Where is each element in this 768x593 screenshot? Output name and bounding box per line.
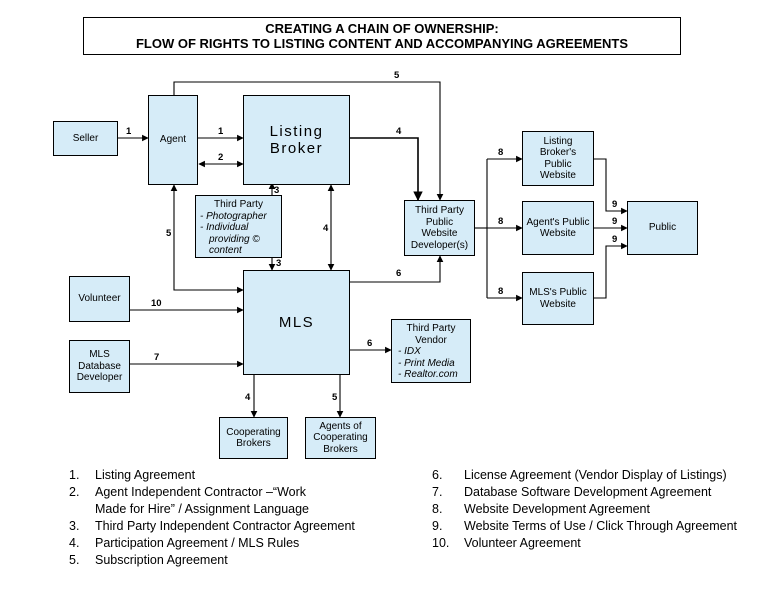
edge-site3-public (594, 242, 628, 299)
agents-coop-line-1: Agents of (319, 420, 362, 432)
vendor-item: - Realtor.com (398, 369, 458, 380)
vendor-item: - IDX (398, 346, 421, 357)
edge-label: 9 (612, 216, 618, 227)
title-line-2: FLOW OF RIGHTS TO LISTING CONTENT AND AC… (135, 36, 629, 51)
edge-label: 9 (612, 234, 618, 245)
listing-broker-website-box: Listing Broker's Public Website (522, 131, 594, 186)
mls-db-dev-line-3: Developer (76, 372, 123, 384)
legend-item: 8.Website Development Agreement (432, 502, 650, 516)
agents-of-cooperating-brokers-box: Agents of Cooperating Brokers (305, 417, 376, 459)
coop-brokers-line-2: Brokers (236, 438, 271, 449)
edge-label: 6 (367, 338, 373, 349)
title-line-1: CREATING A CHAIN OF OWNERSHIP: (265, 21, 499, 36)
agents-coop-line-2: Cooperating (313, 432, 368, 444)
third-party-vendor-box: Third Party Vendor - IDX - Print Media -… (391, 319, 471, 383)
edge-label: 3 (274, 185, 280, 196)
legend-item: 5.Subscription Agreement (69, 553, 228, 567)
vendor-heading-2: Vendor (415, 334, 447, 346)
edge-label: 2 (218, 152, 224, 163)
legend-item: 6.License Agreement (Vendor Display of L… (432, 468, 727, 482)
third-party-item: content (209, 245, 242, 256)
third-party-box: Third Party - Photographer - Individual … (195, 195, 282, 258)
edge-label: 10 (151, 298, 162, 309)
listing-broker-box: Listing Broker (243, 95, 350, 185)
third-party-heading: Third Party (214, 199, 263, 210)
coop-brokers-line-1: Cooperating (226, 426, 281, 438)
mls-site-line-1: MLS's Public (529, 287, 587, 298)
edge-label: 5 (332, 392, 338, 403)
public-box: Public (627, 201, 698, 255)
edge-mls-dev-6 (350, 255, 444, 283)
edge-label: 7 (154, 352, 160, 363)
third-party-item: providing © (209, 233, 260, 245)
legend-item-cont: Made for Hire” / Assignment Language (95, 502, 310, 516)
lb-site-line-2: Broker's (539, 147, 577, 158)
tp-dev-line-4: Developer(s) (410, 239, 469, 251)
edge-agent-top-5 (173, 81, 444, 201)
seller-box: Seller (53, 121, 118, 156)
edge-site1-public (594, 158, 628, 215)
lb-site-line-3: Public (544, 158, 572, 170)
edge-label: 4 (323, 223, 329, 234)
volunteer-label: Volunteer (78, 293, 121, 305)
mls-db-dev-line-2: Database (78, 360, 121, 372)
mls-database-developer-box: MLS Database Developer (69, 340, 130, 393)
edge-label: 4 (245, 392, 251, 403)
edge-label: 3 (276, 258, 282, 269)
legend-item: 2.Agent Independent Contractor –“Work (69, 485, 307, 499)
edge-label: 4 (396, 126, 402, 137)
legend-item: 7.Database Software Development Agreemen… (432, 485, 712, 499)
edge-label: 1 (126, 126, 132, 137)
edge-label: 5 (394, 70, 400, 81)
agent-label: Agent (159, 134, 187, 146)
mls-site-line-2: Website (540, 298, 576, 310)
agent-site-line-2: Website (540, 228, 576, 239)
tp-dev-line-1: Third Party (415, 205, 464, 216)
third-party-item: - Individual (200, 222, 249, 233)
mls-db-dev-line-1: MLS (89, 349, 110, 361)
edge-label: 5 (166, 228, 172, 239)
tp-dev-line-3: Website (421, 228, 458, 239)
edge-label: 8 (498, 216, 504, 227)
legend-item: 1.Listing Agreement (69, 468, 196, 482)
volunteer-box: Volunteer (69, 276, 130, 322)
agent-box: Agent (148, 95, 198, 185)
legend-item: 3.Third Party Independent Contractor Agr… (69, 519, 355, 533)
agent-site-line-1: Agent's Public (526, 216, 590, 228)
agents-coop-line-3: Brokers (323, 443, 358, 455)
seller-label: Seller (72, 132, 99, 144)
mls-box: MLS (243, 270, 350, 375)
listing-broker-line-1: Listing (269, 123, 324, 140)
tp-dev-line-2: Public (425, 216, 454, 228)
legend-item: 9.Website Terms of Use / Click Through A… (432, 519, 738, 533)
edge-agent-mls-5 (170, 184, 244, 294)
diagram-title: CREATING A CHAIN OF OWNERSHIP: FLOW OF R… (83, 17, 681, 55)
cooperating-brokers-box: Cooperating Brokers (219, 417, 288, 459)
edge-label: 8 (498, 147, 504, 158)
vendor-item: - Print Media (398, 357, 455, 369)
lb-site-line-1: Listing (543, 135, 573, 147)
mls-label: MLS (278, 314, 315, 331)
edge-label: 6 (396, 268, 402, 279)
edge-broker-dev-4 (350, 137, 423, 201)
public-label: Public (648, 222, 677, 234)
vendor-heading-1: Third Party (406, 323, 456, 334)
legend-item: 10.Volunteer Agreement (432, 536, 581, 550)
lb-site-line-4: Website (540, 170, 576, 181)
legend-right: 6.License Agreement (Vendor Display of L… (432, 467, 737, 552)
third-party-item: - Photographer (200, 210, 267, 222)
edge-label: 9 (612, 199, 618, 210)
edge-label: 8 (498, 286, 504, 297)
legend-left: 1.Listing Agreement 2.Agent Independent … (69, 467, 355, 569)
third-party-website-developer-box: Third Party Public Website Developer(s) (404, 200, 475, 256)
legend-item: 4.Participation Agreement / MLS Rules (69, 536, 300, 550)
edge-label: 1 (218, 126, 224, 137)
listing-broker-line-2: Broker (269, 140, 324, 157)
mls-website-box: MLS's Public Website (522, 272, 594, 325)
agent-website-box: Agent's Public Website (522, 201, 594, 255)
